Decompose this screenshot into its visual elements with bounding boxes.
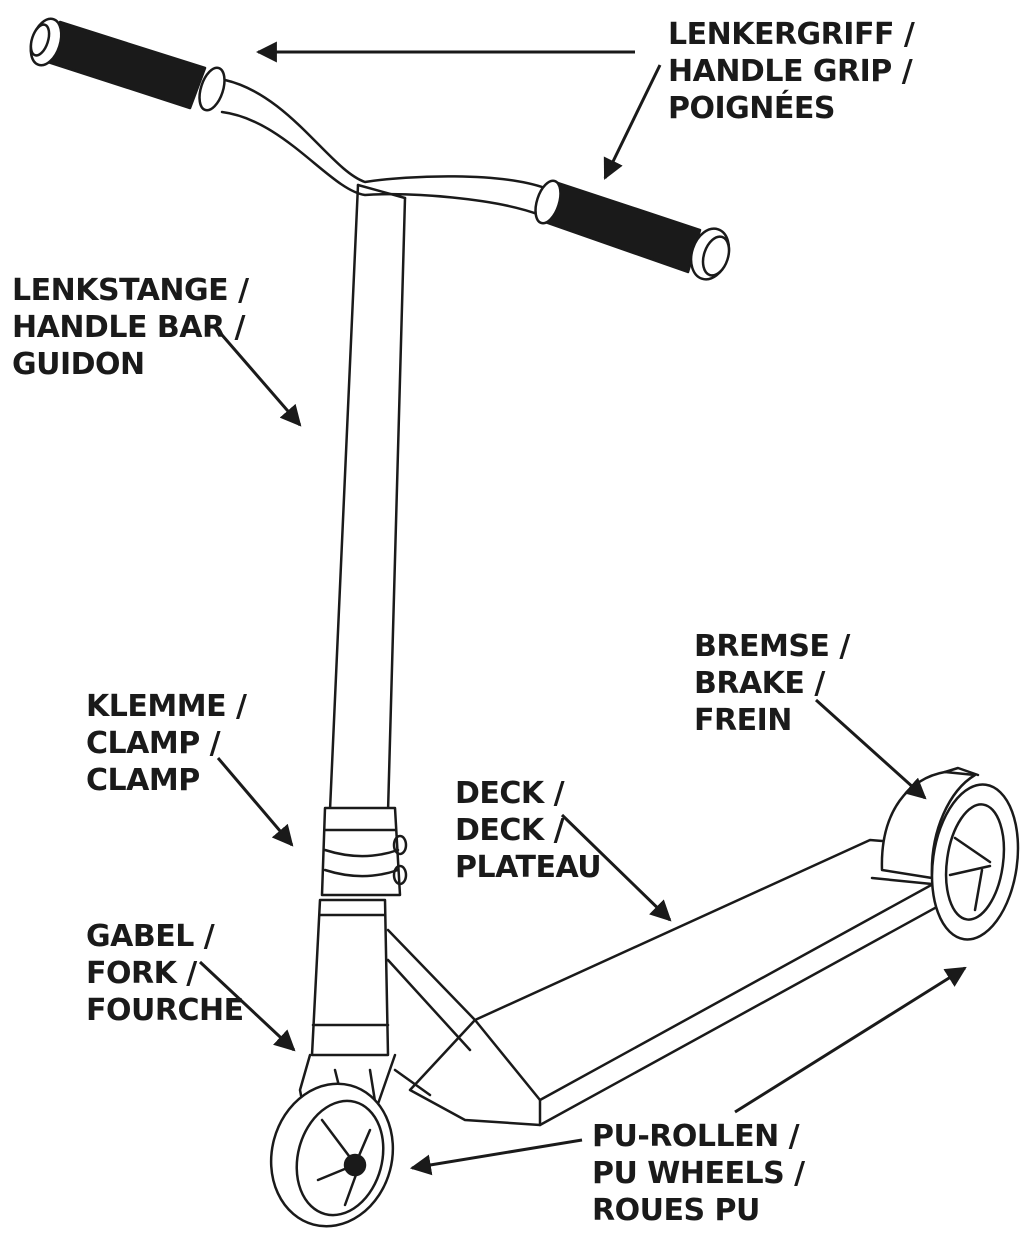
right-grip — [534, 179, 731, 281]
leader-arrows — [198, 41, 967, 1176]
label-fork-line1: GABEL / — [86, 919, 215, 954]
rear-wheel — [930, 783, 1020, 941]
arrow-wheel-rear — [734, 966, 967, 1114]
label-grip-line2: HANDLE GRIP / — [668, 54, 913, 89]
label-brake-line2: BRAKE / — [694, 666, 825, 701]
label-wheels-line2: PU WHEELS / — [592, 1156, 805, 1191]
label-deck-line1: DECK / — [455, 776, 565, 811]
label-fork-line3: FOURCHE — [86, 993, 244, 1028]
label-brake: BREMSE / BRAKE / FREIN — [694, 628, 850, 739]
arrow-deck — [560, 813, 672, 922]
label-grip-line3: POIGNÉES — [668, 91, 835, 126]
label-clamp-line2: CLAMP / — [86, 726, 221, 761]
arrow-wheel-front — [409, 1138, 583, 1176]
label-handlebar-line1: LENKSTANGE / — [12, 273, 249, 308]
label-handlebar: LENKSTANGE / HANDLE BAR / GUIDON — [12, 272, 249, 383]
label-clamp: KLEMME / CLAMP / CLAMP — [86, 688, 247, 799]
label-handlebar-line2: HANDLE BAR / — [12, 310, 245, 345]
label-fork-line2: FORK / — [86, 956, 197, 991]
handlebar-stem — [328, 183, 407, 814]
label-fork: GABEL / FORK / FOURCHE — [86, 918, 244, 1029]
clamp — [320, 806, 408, 897]
label-wheels-line3: ROUES PU — [592, 1193, 760, 1228]
label-wheels-line1: PU-ROLLEN / — [592, 1119, 800, 1154]
label-grip-line1: LENKERGRIFF / — [668, 17, 915, 52]
label-deck: DECK / DECK / PLATEAU — [455, 775, 602, 886]
left-grip — [29, 17, 226, 112]
label-deck-line2: DECK / — [455, 813, 565, 848]
label-clamp-line1: KLEMME / — [86, 689, 247, 724]
label-clamp-line3: CLAMP — [86, 763, 200, 798]
arrow-fork — [198, 960, 296, 1052]
label-deck-line3: PLATEAU — [455, 850, 602, 885]
arrow-grip-right — [603, 64, 662, 180]
label-handlebar-line3: GUIDON — [12, 347, 145, 382]
arrow-brake — [814, 698, 927, 800]
handlebar-crossbar — [220, 78, 547, 217]
label-wheels: PU-ROLLEN / PU WHEELS / ROUES PU — [592, 1118, 805, 1229]
front-wheel — [269, 1082, 395, 1228]
arrow-clamp — [216, 757, 294, 847]
label-brake-line1: BREMSE / — [694, 629, 850, 664]
arrow-handlebar — [220, 334, 302, 427]
label-brake-line3: FREIN — [694, 703, 792, 738]
label-grip: LENKERGRIFF / HANDLE GRIP / POIGNÉES — [668, 16, 915, 127]
